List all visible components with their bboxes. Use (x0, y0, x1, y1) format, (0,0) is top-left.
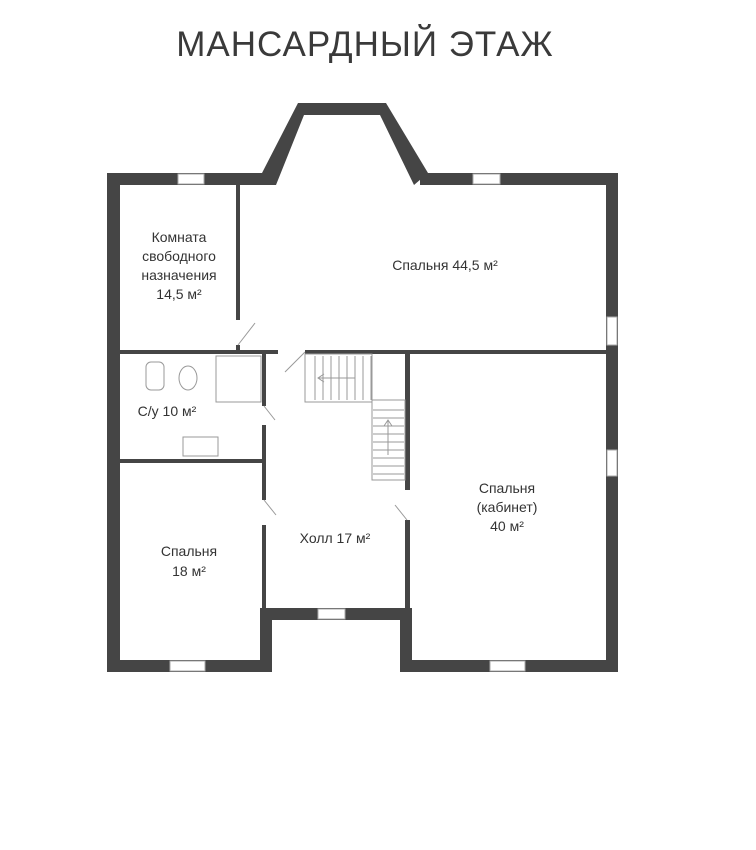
window-icon (606, 316, 618, 346)
window-icon (472, 173, 501, 185)
bidet-icon (145, 361, 165, 391)
svg-text:14,5 м²: 14,5 м² (156, 286, 202, 302)
room-hall: Холл 17 м² (300, 530, 371, 546)
plan-title: МАНСАРДНЫЙ ЭТАЖ (176, 24, 554, 64)
svg-text:Спальня: Спальня (161, 543, 217, 559)
door-icon (284, 351, 306, 373)
sink-icon (182, 436, 219, 457)
svg-text:назначения: назначения (141, 267, 216, 283)
svg-text:Спальня: Спальня (479, 480, 535, 496)
door-icon (263, 405, 276, 421)
svg-text:свободного: свободного (142, 248, 216, 264)
door-icon (394, 504, 408, 521)
svg-text:(кабинет): (кабинет) (477, 499, 538, 515)
room-free: Комната свободного назначения 14,5 м² (141, 229, 216, 302)
bathroom-fixtures (145, 355, 262, 457)
room-bathroom: С/у 10 м² (138, 403, 197, 419)
interior-walls (120, 185, 606, 610)
window-icon (317, 608, 346, 620)
svg-text:Комната: Комната (152, 229, 207, 245)
room-bedroom-44: Спальня 44,5 м² (392, 257, 498, 273)
room-bedroom-office: Спальня (кабинет) 40 м² (477, 480, 538, 534)
door-icon (237, 322, 256, 346)
svg-text:40 м²: 40 м² (490, 518, 524, 534)
shower-icon (215, 355, 262, 403)
svg-text:18 м²: 18 м² (172, 563, 206, 579)
doors (237, 322, 408, 521)
window-icon (606, 449, 618, 477)
room-bedroom-18: Спальня 18 м² (161, 543, 217, 579)
windows (169, 173, 618, 672)
staircase (304, 353, 406, 481)
window-icon (489, 660, 526, 672)
window-icon (169, 660, 206, 672)
door-icon (263, 499, 277, 516)
window-icon (177, 173, 205, 185)
toilet-icon (178, 365, 198, 391)
